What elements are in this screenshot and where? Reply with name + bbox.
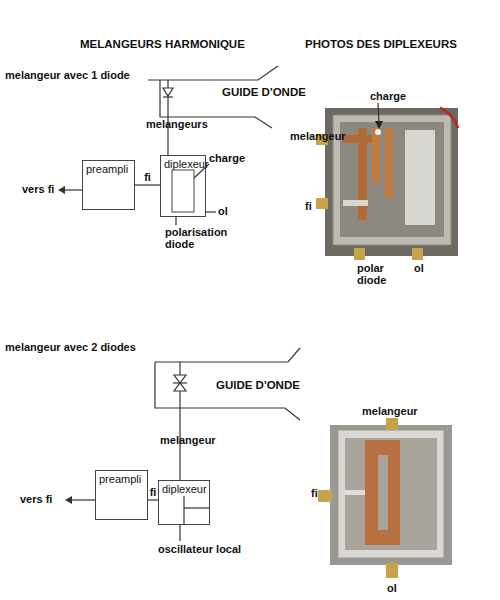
pcb-trace: [365, 440, 400, 545]
diode-symbol: [174, 383, 186, 391]
red-wire: [440, 108, 458, 128]
leader-arrow: [378, 103, 379, 124]
lo-wire: [179, 525, 180, 541]
arrow-head: [65, 496, 72, 504]
solder-area: [405, 130, 435, 225]
diode-symbol: [174, 375, 186, 383]
mixer-label: melangeurs: [146, 118, 208, 130]
diode-wire: [179, 362, 180, 375]
signal-line: [135, 184, 160, 185]
photo-label: fi: [311, 487, 318, 499]
diplexer-inner: [184, 507, 210, 508]
port-label: oscillateur local: [158, 543, 241, 555]
signal-line: [148, 499, 158, 500]
diplexer-box: diplexeur: [160, 155, 206, 217]
load-resistor: [375, 129, 381, 135]
diplexer-housing: [338, 430, 444, 558]
diode-wire: [167, 80, 168, 88]
waveguide-wall: [148, 66, 278, 80]
connector: [386, 418, 398, 430]
mixer-type: melangeur avec 2 diodes: [5, 341, 136, 353]
signal-name: vers fi: [20, 493, 52, 505]
waveguide-wall: [155, 362, 300, 420]
diplexer-cavity: [340, 122, 444, 237]
node-text: preampli: [96, 471, 147, 485]
ol-wire: [206, 211, 216, 212]
waveguide-label: GUIDE D'ONDE: [222, 86, 306, 98]
pcb-trace: [358, 128, 367, 220]
node-text: diplexeur: [159, 481, 209, 495]
photo-label: melangeur: [290, 130, 346, 142]
port-label: ol: [218, 205, 228, 217]
port-label: charge: [209, 152, 245, 164]
edge-label: fi: [144, 171, 151, 183]
arrow-head: [58, 186, 65, 194]
pcb-trace: [372, 128, 380, 183]
photo-background: [330, 425, 452, 565]
node-text: preampli: [83, 161, 134, 175]
port-label: polarisation diode: [165, 226, 237, 250]
wire: [343, 200, 368, 206]
diode-symbol: [163, 88, 173, 96]
mixer-type: melangeur avec 1 diode: [5, 69, 130, 81]
photo-label: polar diode: [357, 262, 391, 286]
node-text: diplexeur: [161, 156, 205, 170]
connector: [412, 248, 423, 260]
preamp-box: preampli: [82, 160, 135, 210]
photo-label: ol: [414, 262, 424, 274]
arrow-head: [375, 121, 383, 129]
photo-label: ol: [387, 582, 397, 594]
photo-label: charge: [370, 90, 406, 102]
signal-name: vers fi: [22, 183, 54, 195]
preamp-box: preampli: [95, 470, 148, 520]
waveguide-label: GUIDE D'ONDE: [216, 379, 300, 391]
waveguide-wall: [155, 348, 300, 362]
connector: [354, 248, 365, 260]
bias-wire: [175, 217, 176, 225]
connector: [316, 198, 328, 209]
diplexer-cavity: [345, 438, 437, 550]
pcb-trace: [385, 128, 393, 198]
edge-label: fi: [150, 486, 157, 498]
diplexer-inner: [172, 170, 194, 212]
photo-label: fi: [305, 200, 312, 212]
diagram-title: MELANGEURS HARMONIQUE: [80, 38, 245, 50]
diplexer-box: diplexeur: [158, 480, 210, 525]
diode-symbol: [173, 382, 187, 383]
section-heading: PHOTOS DES DIPLEXEURS: [305, 38, 457, 50]
diplexer-housing: [333, 115, 451, 245]
pcb-gap: [378, 455, 388, 530]
wire: [345, 490, 365, 495]
photo-label: melangeur: [362, 405, 418, 417]
connector: [386, 563, 398, 578]
connector: [318, 490, 332, 502]
diplexer-inner: [183, 496, 184, 525]
mixer-label: melangeur: [160, 434, 216, 446]
